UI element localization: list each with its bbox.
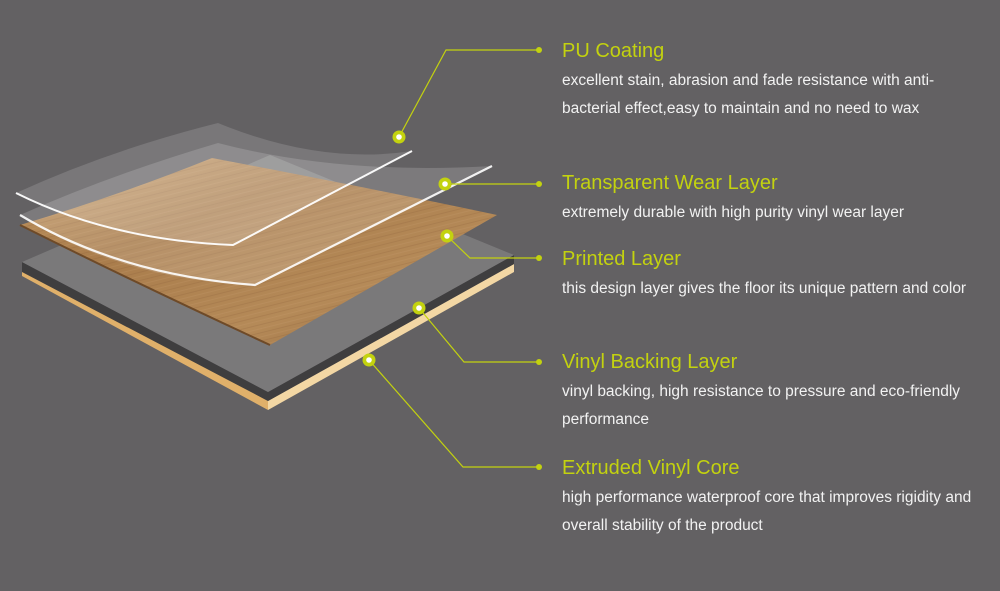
layer-marker-icons (362, 130, 454, 367)
label-extruded-vinyl-core: Extruded Vinyl Core high performance wat… (562, 456, 992, 540)
marker-printed-layer-icon (440, 229, 454, 243)
label-vinyl-backing-layer: Vinyl Backing Layer vinyl backing, high … (562, 350, 992, 434)
layer-description: this design layer gives the floor its un… (562, 280, 967, 297)
layer-title: Printed Layer (562, 248, 681, 270)
label-pu-coating: PU Coating excellent stain, abrasion and… (562, 39, 992, 123)
layer-description: high performance waterproof core that im… (562, 489, 972, 534)
layer-description: excellent stain, abrasion and fade resis… (562, 72, 935, 117)
marker-wear-layer-icon (438, 177, 452, 191)
printed-wood-layer (19, 158, 497, 346)
callout-lines (368, 49, 539, 468)
layer-title: Extruded Vinyl Core (562, 457, 740, 479)
layer-title: PU Coating (562, 40, 665, 62)
marker-core-layer-icon (362, 353, 376, 367)
label-printed-layer: Printed Layer this design layer gives th… (562, 247, 992, 303)
marker-pu-coating-icon (392, 130, 406, 144)
layer-description: extremely durable with high purity vinyl… (562, 204, 905, 221)
layer-title: Transparent Wear Layer (562, 172, 778, 194)
label-transparent-wear-layer: Transparent Wear Layer extremely durable… (562, 171, 992, 227)
layer-description: vinyl backing, high resistance to pressu… (562, 383, 961, 428)
pu-coating-layer (15, 123, 413, 247)
transparent-wear-layer (19, 143, 493, 287)
marker-backing-layer-icon (412, 301, 426, 315)
layer-title: Vinyl Backing Layer (562, 351, 738, 373)
callout-end-dots (536, 47, 542, 470)
